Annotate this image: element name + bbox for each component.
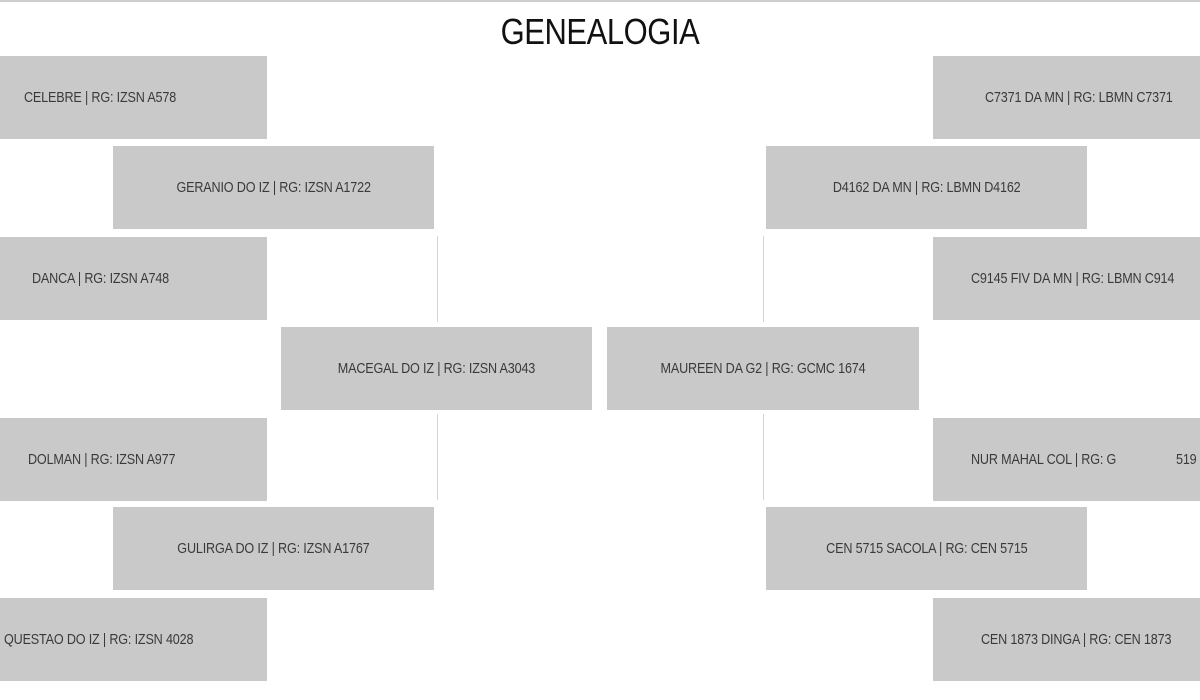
- pedigree-box-maternal-great-grandsire-1[interactable]: C7371 DA MN | RG: LBMN C7371: [933, 56, 1200, 139]
- top-divider: [0, 0, 1200, 2]
- pedigree-box-label: D4162 DA MN | RG: LBMN D4162: [832, 178, 1021, 196]
- pedigree-box-paternal-grandsire[interactable]: GERANIO DO IZ | RG: IZSN A1722: [113, 146, 434, 229]
- pedigree-box-label: C7371 DA MN | RG: LBMN C7371: [985, 88, 1173, 106]
- pedigree-box-label: C9145 FIV DA MN | RG: LBMN C914: [971, 269, 1175, 287]
- pedigree-box-label: MACEGAL DO IZ | RG: IZSN A3043: [337, 359, 536, 377]
- connector-left-upper: [437, 236, 438, 322]
- connector-left-lower: [437, 414, 438, 500]
- pedigree-box-maternal-great-granddam-2[interactable]: CEN 1873 DINGA | RG: CEN 1873: [933, 598, 1200, 681]
- pedigree-box-sire[interactable]: MACEGAL DO IZ | RG: IZSN A3043: [281, 327, 592, 410]
- pedigree-box-maternal-granddam[interactable]: CEN 5715 SACOLA | RG: CEN 5715: [766, 507, 1087, 590]
- pedigree-box-label: NUR MAHAL COL | RG: G: [971, 450, 1117, 468]
- pedigree-box-label: DOLMAN | RG: IZSN A977: [28, 450, 176, 468]
- pedigree-box-label: CEN 1873 DINGA | RG: CEN 1873: [981, 630, 1172, 648]
- pedigree-box-label: CELEBRE | RG: IZSN A578: [24, 88, 177, 106]
- connector-right-lower: [763, 414, 764, 500]
- pedigree-box-label: GULIRGA DO IZ | RG: IZSN A1767: [177, 539, 370, 557]
- pedigree-box-paternal-granddam[interactable]: GULIRGA DO IZ | RG: IZSN A1767: [113, 507, 434, 590]
- pedigree-box-label: MAUREEN DA G2 | RG: GCMC 1674: [660, 359, 866, 377]
- pedigree-box-paternal-great-granddam-1[interactable]: DANCA | RG: IZSN A748: [0, 237, 267, 320]
- pedigree-box-paternal-great-grandsire-1[interactable]: CELEBRE | RG: IZSN A578: [0, 56, 267, 139]
- pedigree-box-label: CEN 5715 SACOLA | RG: CEN 5715: [825, 539, 1028, 557]
- pedigree-box-maternal-great-granddam-1[interactable]: C9145 FIV DA MN | RG: LBMN C914: [933, 237, 1200, 320]
- pedigree-box-dam[interactable]: MAUREEN DA G2 | RG: GCMC 1674: [607, 327, 919, 410]
- connector-right-upper: [763, 236, 764, 322]
- pedigree-box-maternal-great-grandsire-2[interactable]: NUR MAHAL COL | RG: G 519: [933, 418, 1200, 501]
- page-title: GENEALOGIA: [500, 11, 700, 52]
- pedigree-box-label: QUESTAO DO IZ | RG: IZSN 4028: [4, 630, 194, 648]
- pedigree-box-label: DANCA | RG: IZSN A748: [32, 269, 169, 287]
- pedigree-box-label: GERANIO DO IZ | RG: IZSN A1722: [176, 178, 371, 196]
- pedigree-box-maternal-grandsire[interactable]: D4162 DA MN | RG: LBMN D4162: [766, 146, 1087, 229]
- pedigree-box-paternal-great-grandsire-2[interactable]: DOLMAN | RG: IZSN A977: [0, 418, 267, 501]
- pedigree-box-paternal-great-granddam-2[interactable]: QUESTAO DO IZ | RG: IZSN 4028: [0, 598, 267, 681]
- pedigree-box-extra-label: 519: [1176, 451, 1197, 468]
